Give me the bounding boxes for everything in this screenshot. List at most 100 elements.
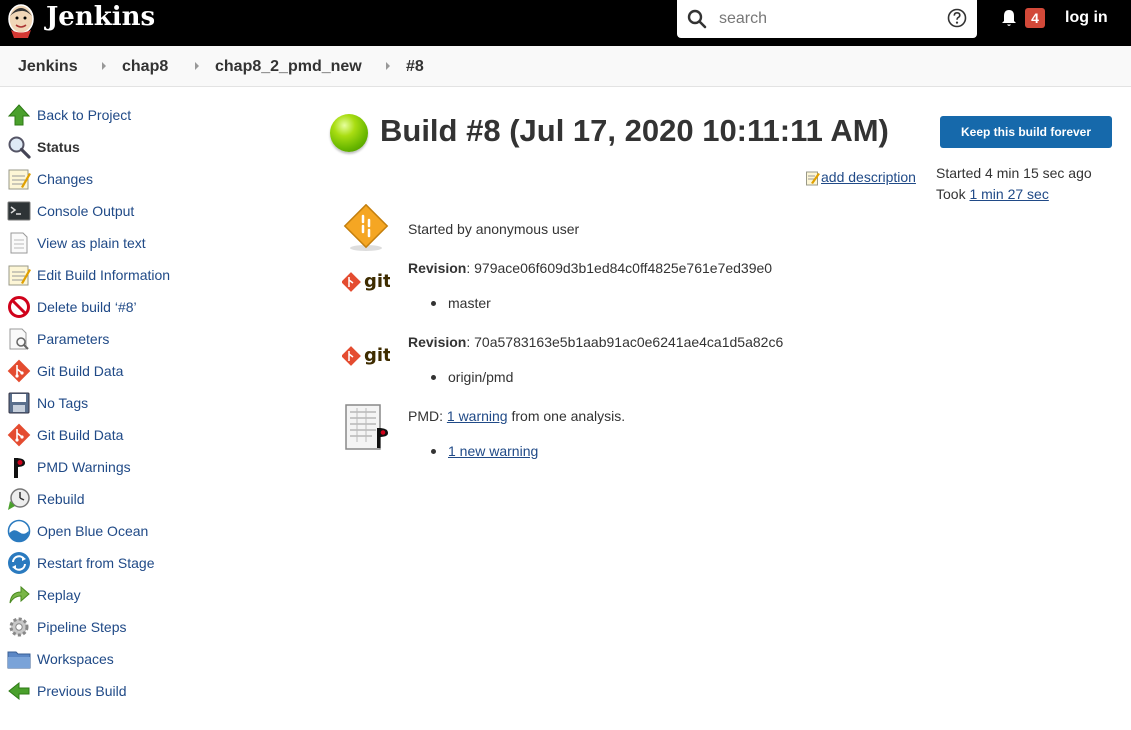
revision-2-line: Revision: 70a5783163e5b1aab91ac0e6241ae4… — [408, 333, 783, 351]
sidebar-item-pipeline-steps[interactable]: Pipeline Steps — [7, 615, 127, 639]
pmd-prefix: PMD: — [408, 408, 447, 424]
git-icon — [7, 423, 31, 447]
sidebar-item-back-to-project[interactable]: Back to Project — [7, 103, 131, 127]
sidebar-item-label: Changes — [37, 171, 94, 187]
sidebar-item-label: Open Blue Ocean — [37, 523, 149, 539]
top-header: Jenkins 4 log in — [0, 0, 1131, 46]
sidebar-item-rebuild[interactable]: Rebuild — [7, 487, 84, 511]
terminal-icon — [7, 201, 31, 221]
bell-icon[interactable] — [999, 8, 1019, 28]
git-logo-icon: git — [342, 345, 390, 366]
notification-badge[interactable]: 4 — [1025, 8, 1045, 28]
sidebar-item-label: Restart from Stage — [37, 555, 155, 571]
edit-note-icon[interactable] — [806, 170, 820, 186]
sidebar-item-open-blue-ocean[interactable]: Open Blue Ocean — [7, 519, 148, 543]
pmd-new-warning-link[interactable]: 1 new warning — [448, 443, 539, 459]
document-icon — [10, 232, 28, 254]
revision-hash: : 979ace06f609d3b1ed84c0ff4825e761e7ed39… — [466, 260, 773, 276]
up-arrow-icon — [7, 104, 31, 126]
sidebar-item-label: Edit Build Information — [37, 267, 171, 283]
breadcrumb-job[interactable]: chap8_2_pmd_new — [215, 58, 362, 75]
took-label: Took — [936, 186, 970, 202]
folder-icon — [7, 651, 31, 669]
page-title: Build #8 (Jul 17, 2020 10:11:11 AM) — [380, 113, 889, 148]
revision-label: Revision — [408, 260, 467, 276]
sidebar-item-label: Pipeline Steps — [37, 619, 127, 635]
sidebar-item-console-output[interactable]: Console Output — [7, 199, 134, 223]
sidebar-item-changes[interactable]: Changes — [7, 167, 93, 191]
left-arrow-icon — [8, 681, 30, 701]
sidebar-item-edit-build-information[interactable]: Edit Build Information — [7, 263, 170, 287]
gear-icon — [9, 617, 29, 637]
git-logo-text: git — [364, 345, 390, 366]
sidebar-item-workspaces[interactable]: Workspaces — [7, 647, 114, 671]
sidebar-item-parameters[interactable]: Parameters — [7, 327, 109, 351]
git-logo-icon: git — [342, 271, 390, 292]
git-logo-text: git — [364, 271, 390, 292]
list-bullet — [431, 449, 436, 454]
sidebar-item-view-as-plain-text[interactable]: View as plain text — [7, 231, 146, 255]
sidebar-item-label: Back to Project — [37, 107, 132, 123]
sidebar-item-label: No Tags — [37, 395, 89, 411]
refresh-icon — [8, 552, 30, 574]
sidebar-item-git-build-data[interactable]: Git Build Data — [7, 359, 123, 383]
git-icon — [7, 359, 31, 383]
revision-hash: : 70a5783163e5b1aab91ac0e6241ae4ca1d5a82… — [466, 334, 784, 350]
keep-build-forever-button[interactable]: Keep this build forever — [940, 116, 1112, 148]
notepad-icon — [8, 265, 31, 286]
sidebar-item-previous-build[interactable]: Previous Build — [7, 679, 127, 703]
chevron-right-icon[interactable] — [195, 62, 199, 70]
breadcrumb-chap8[interactable]: chap8 — [122, 58, 169, 75]
chevron-right-icon[interactable] — [386, 62, 390, 70]
sidebar-item-status[interactable]: Status — [7, 135, 80, 159]
search-box — [677, 0, 977, 38]
help-icon[interactable] — [947, 8, 967, 28]
brand-title[interactable]: Jenkins — [46, 2, 156, 32]
save-icon — [8, 392, 30, 414]
list-bullet — [431, 301, 436, 306]
add-description-link[interactable]: add description — [821, 169, 916, 185]
revision-1-line: Revision: 979ace06f609d3b1ed84c0ff4825e7… — [408, 259, 772, 277]
sidebar-item-label: Git Build Data — [37, 363, 124, 379]
magnifier-icon — [8, 136, 31, 159]
pmd-suffix: from one analysis. — [507, 408, 626, 424]
breadcrumb-build[interactable]: #8 — [406, 58, 424, 75]
replay-arrow-icon — [9, 585, 30, 604]
breadcrumb: Jenkins chap8 chap8_2_pmd_new #8 — [0, 46, 1131, 87]
sidebar-item-restart-from-stage[interactable]: Restart from Stage — [7, 551, 155, 575]
sidebar-item-pmd-warnings[interactable]: PMD Warnings — [7, 455, 131, 479]
sidebar-item-no-tags[interactable]: No Tags — [7, 391, 88, 415]
branch-name: master — [448, 295, 491, 311]
build-duration-link[interactable]: 1 min 27 sec — [969, 186, 1049, 202]
build-duration: Took 1 min 27 sec — [936, 185, 1049, 203]
chevron-right-icon[interactable] — [102, 62, 106, 70]
user-cause-icon — [343, 204, 389, 251]
sidebar-item-git-build-data-2[interactable]: Git Build Data — [7, 423, 123, 447]
sidebar-item-label: Replay — [37, 587, 81, 603]
sidebar-item-label: Git Build Data — [37, 427, 124, 443]
build-started-time: Started 4 min 15 sec ago — [936, 165, 1092, 181]
no-entry-icon — [8, 296, 30, 318]
pmd-warning-link[interactable]: 1 warning — [446, 408, 508, 424]
login-link[interactable]: log in — [1065, 9, 1108, 26]
sidebar-item-replay[interactable]: Replay — [7, 583, 81, 607]
document-search-icon — [9, 328, 29, 350]
sidebar-item-delete-build[interactable]: Delete build ‘#8’ — [7, 295, 137, 319]
branch-name: origin/pmd — [448, 369, 514, 385]
sidebar-item-label: View as plain text — [37, 235, 146, 251]
jenkins-logo-icon[interactable] — [6, 2, 36, 38]
sidebar-item-label: Previous Build — [37, 683, 127, 699]
revision-label: Revision — [408, 334, 467, 350]
search-icon — [687, 9, 707, 29]
pmd-icon — [14, 458, 25, 478]
build-status-ball-icon — [330, 114, 368, 152]
notepad-icon — [8, 169, 31, 190]
sidebar-item-label: Delete build ‘#8’ — [37, 299, 137, 315]
started-by-text: Started by anonymous user — [408, 221, 580, 237]
search-input[interactable] — [719, 7, 939, 31]
sidebar-item-label: Rebuild — [37, 491, 85, 507]
breadcrumb-jenkins[interactable]: Jenkins — [18, 58, 78, 75]
sidebar-item-label: Parameters — [37, 331, 110, 347]
list-bullet — [431, 375, 436, 380]
blue-ocean-icon — [7, 519, 31, 543]
